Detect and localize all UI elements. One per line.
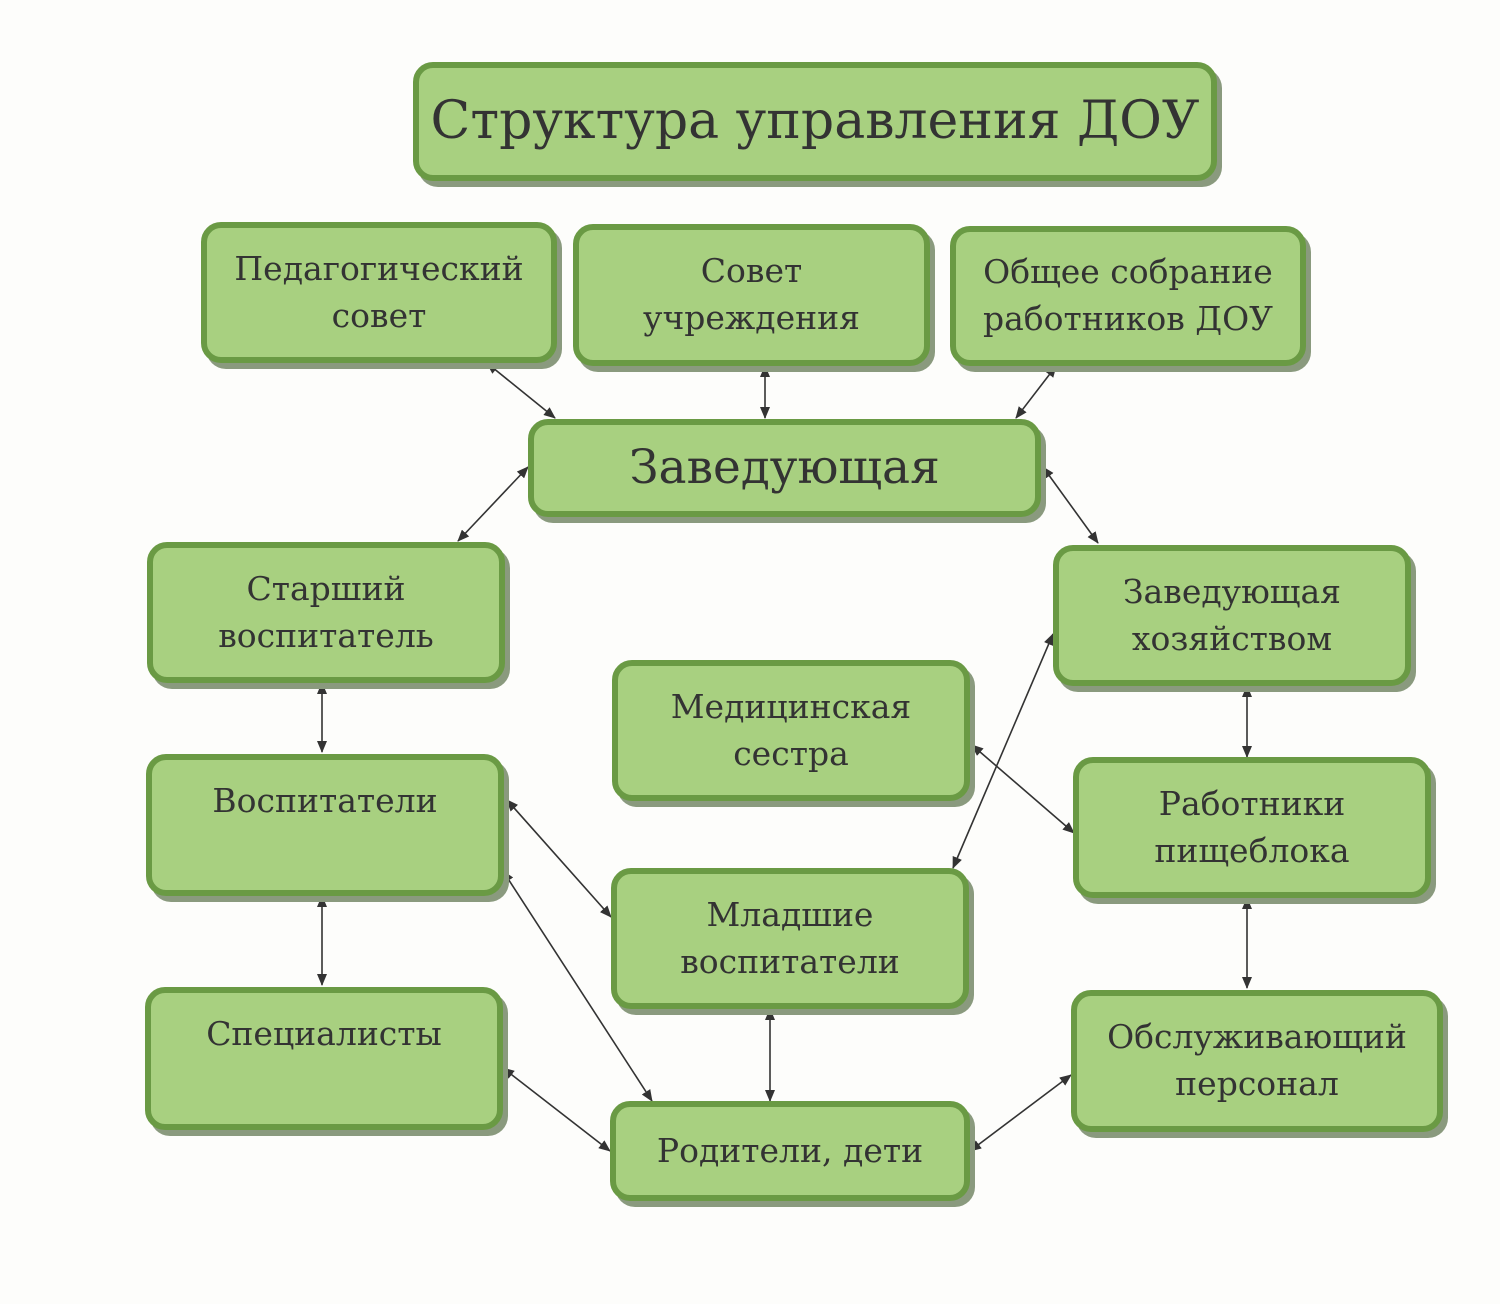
edge-nurse-catering-staff [971, 744, 1075, 834]
edge-head-household-head [1042, 466, 1099, 544]
edge-ped-council-head [486, 362, 556, 419]
edge-educators-parents-children [502, 870, 653, 1102]
node-ped-council: Педагогический совет [201, 222, 557, 363]
node-household-head: Заведующая хозяйством [1053, 545, 1411, 686]
node-educators: Воспитатели [146, 754, 504, 896]
node-specialists: Специалисты [145, 987, 503, 1130]
node-service-staff: Обслуживающий персонал [1071, 990, 1443, 1132]
node-head: Заведующая [528, 419, 1041, 517]
node-junior-educators: Младшие воспитатели [611, 868, 969, 1009]
edge-general-meeting-head [1015, 365, 1057, 419]
node-nurse: Медицинская сестра [612, 660, 970, 801]
edge-service-staff-parents-children [969, 1074, 1072, 1152]
edge-head-senior-educator [457, 466, 529, 542]
edge-educators-junior-educators [506, 799, 612, 918]
node-general-meeting: Общее собрание работников ДОУ [950, 226, 1306, 366]
node-parents-children: Родители, дети [610, 1101, 970, 1201]
edge-specialists-parents-children [502, 1067, 611, 1152]
node-catering-staff: Работники пищеблока [1073, 757, 1431, 898]
node-title: Структура управления ДОУ [413, 62, 1217, 181]
node-inst-council: Совет учреждения [573, 224, 930, 366]
node-senior-educator: Старший воспитатель [147, 542, 505, 683]
